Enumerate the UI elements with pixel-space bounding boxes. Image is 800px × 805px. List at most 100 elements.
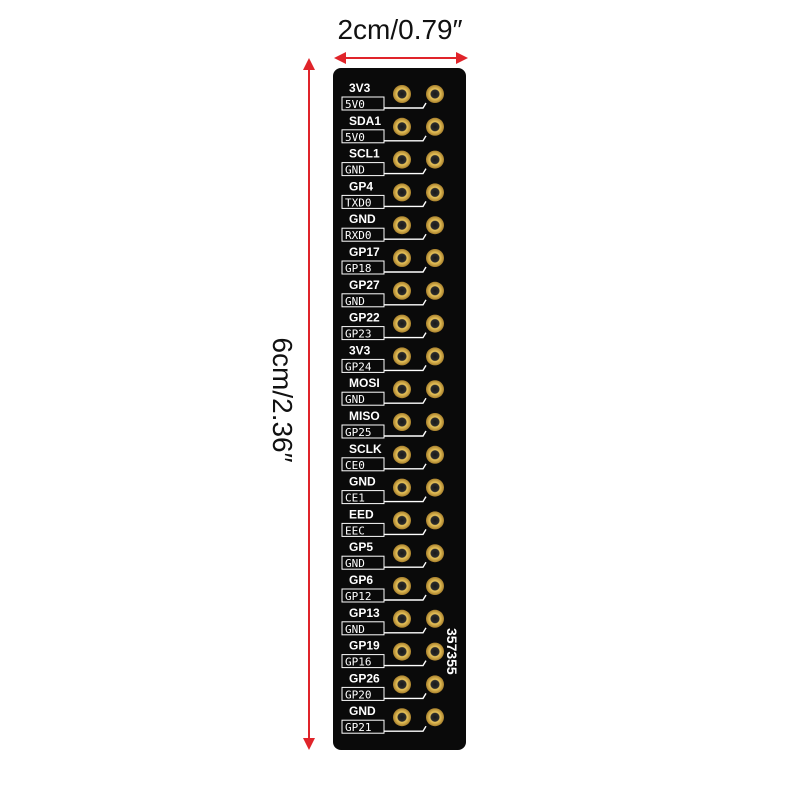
gold-pad	[393, 249, 411, 267]
pin-arrow	[384, 430, 427, 437]
pin-top-label: MISO	[349, 409, 380, 423]
pin-label-frame	[341, 490, 385, 505]
pin-bottom-label: GP24	[345, 360, 372, 373]
pin-top-label: GP19	[349, 639, 380, 653]
gold-pad	[426, 413, 444, 431]
gold-pad	[426, 478, 444, 497]
gold-pad	[426, 117, 444, 136]
pin-bottom-label: GP18	[345, 262, 372, 275]
pin-bottom-label: GP25	[345, 426, 372, 439]
gold-pad	[393, 577, 411, 595]
gold-pad	[393, 708, 411, 727]
pin-top-label: SCLK	[349, 442, 382, 456]
pin-bottom-label: 5V0	[345, 131, 365, 144]
pin-top-label: SDA1	[349, 114, 381, 128]
pin-top-label: GP17	[349, 245, 380, 259]
gold-pad	[426, 281, 444, 300]
pin-row: MISO GP25	[341, 409, 444, 439]
board-code-label: 357355	[444, 628, 460, 675]
pin-arrow	[384, 397, 427, 404]
gold-pad	[393, 511, 411, 530]
pin-arrow	[384, 529, 427, 536]
gold-pad	[426, 347, 444, 366]
pin-label-frame	[341, 162, 385, 177]
pin-arrow	[384, 725, 427, 732]
pin-row: SCLK CE0	[341, 442, 444, 472]
pin-top-label: GP13	[349, 606, 380, 620]
pin-top-label: MOSI	[349, 376, 380, 390]
pin-arrow	[384, 299, 427, 306]
gold-pad	[393, 347, 411, 366]
gold-pad	[393, 445, 411, 464]
gold-pad	[426, 675, 444, 694]
pin-arrow	[384, 365, 427, 372]
pin-arrow	[384, 660, 427, 667]
gold-pad	[426, 85, 444, 103]
pin-top-label: GND	[349, 704, 376, 718]
gold-pad	[426, 544, 444, 563]
gold-pad	[426, 642, 444, 661]
pin-label-frame	[341, 293, 385, 308]
gold-pad	[393, 478, 411, 497]
pin-bottom-label: GND	[345, 295, 365, 308]
pin-label-frame	[341, 654, 385, 669]
gold-pad	[393, 675, 411, 694]
pin-bottom-label: GND	[345, 393, 365, 406]
gold-pad	[426, 445, 444, 464]
gold-pad	[426, 183, 444, 202]
pin-bottom-label: EEC	[345, 524, 365, 537]
gold-pad	[426, 708, 444, 727]
gold-pad	[393, 413, 411, 431]
pin-arrow	[384, 201, 427, 208]
pin-label-frame	[341, 555, 385, 570]
pin-label-frame	[341, 227, 385, 242]
pin-top-label: GND	[349, 475, 376, 489]
pin-arrow	[384, 102, 427, 109]
pin-label-frame	[341, 96, 385, 111]
pin-label-frame	[341, 194, 385, 209]
pin-bottom-label: GP20	[345, 688, 372, 701]
pin-top-label: GP6	[349, 573, 373, 587]
gold-pad	[393, 609, 411, 628]
gold-pad	[393, 642, 411, 661]
pin-top-label: SCL1	[349, 147, 380, 161]
gold-pad	[393, 150, 411, 169]
pin-top-label: GP4	[349, 179, 373, 193]
gold-pad	[426, 511, 444, 530]
pin-row: MOSI GND	[341, 376, 444, 406]
gold-pad	[426, 249, 444, 267]
height-dimension-arrow	[303, 58, 315, 750]
gold-pad	[393, 85, 411, 103]
pin-top-label: GP22	[349, 311, 380, 325]
pin-bottom-label: GP16	[345, 656, 372, 669]
gold-pad	[426, 150, 444, 169]
pin-bottom-label: CE0	[345, 459, 365, 472]
pin-top-label: EED	[349, 507, 374, 521]
pin-arrow	[384, 168, 427, 175]
pin-top-label: 3V3	[349, 343, 371, 357]
pin-bottom-label: CE1	[345, 492, 365, 505]
pin-top-label: GND	[349, 212, 376, 226]
gold-pad	[393, 281, 411, 300]
pin-arrow	[384, 266, 427, 273]
pin-arrow	[384, 332, 427, 339]
width-dimension-arrow	[334, 52, 468, 64]
pin-top-label: 3V3	[349, 81, 371, 95]
pin-label-frame	[341, 588, 385, 603]
pin-label-frame	[341, 424, 385, 439]
gold-pad	[393, 314, 411, 333]
